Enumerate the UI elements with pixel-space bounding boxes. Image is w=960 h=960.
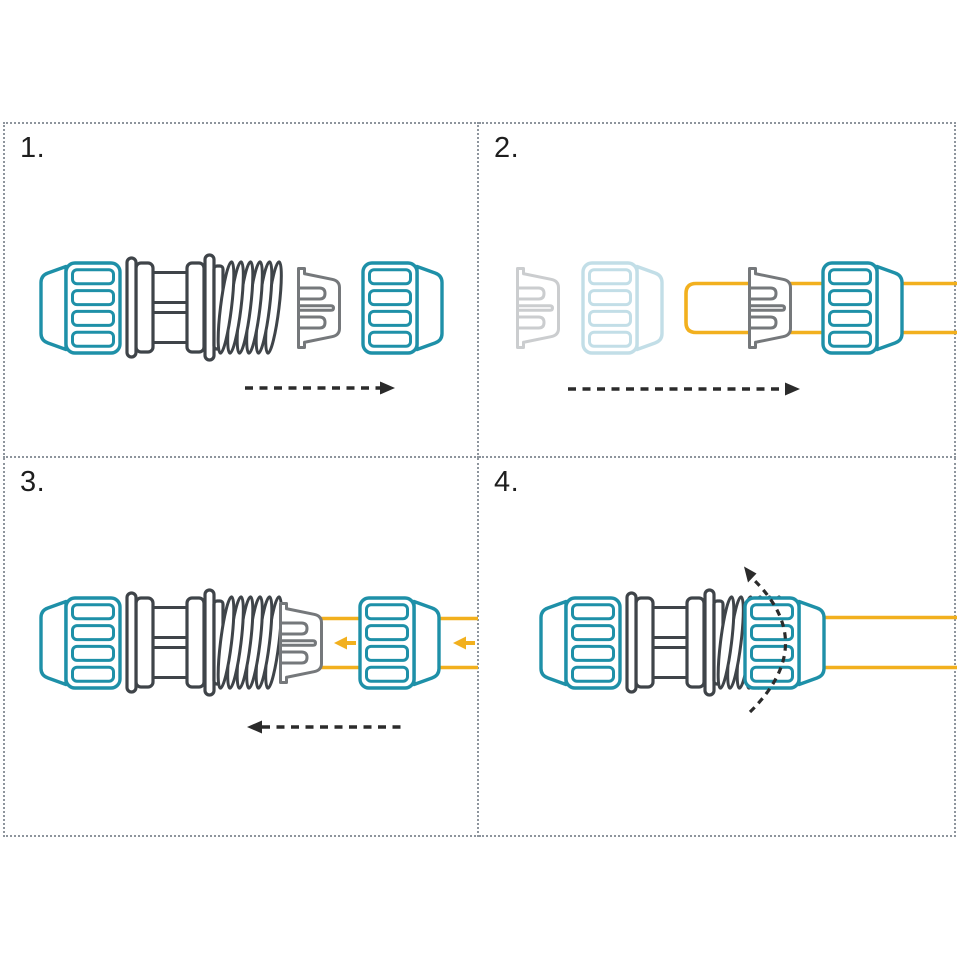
panel-step-4: 4.: [479, 458, 956, 837]
panel-step-2: 2.: [479, 122, 956, 458]
panel-step-3: 3.: [3, 458, 479, 837]
step-number-1: 1.: [20, 132, 46, 164]
step-number-4: 4.: [494, 466, 520, 498]
step-number-3: 3.: [20, 466, 46, 498]
step-number-2: 2.: [494, 132, 520, 164]
panel-step-1: 1.: [3, 122, 479, 458]
